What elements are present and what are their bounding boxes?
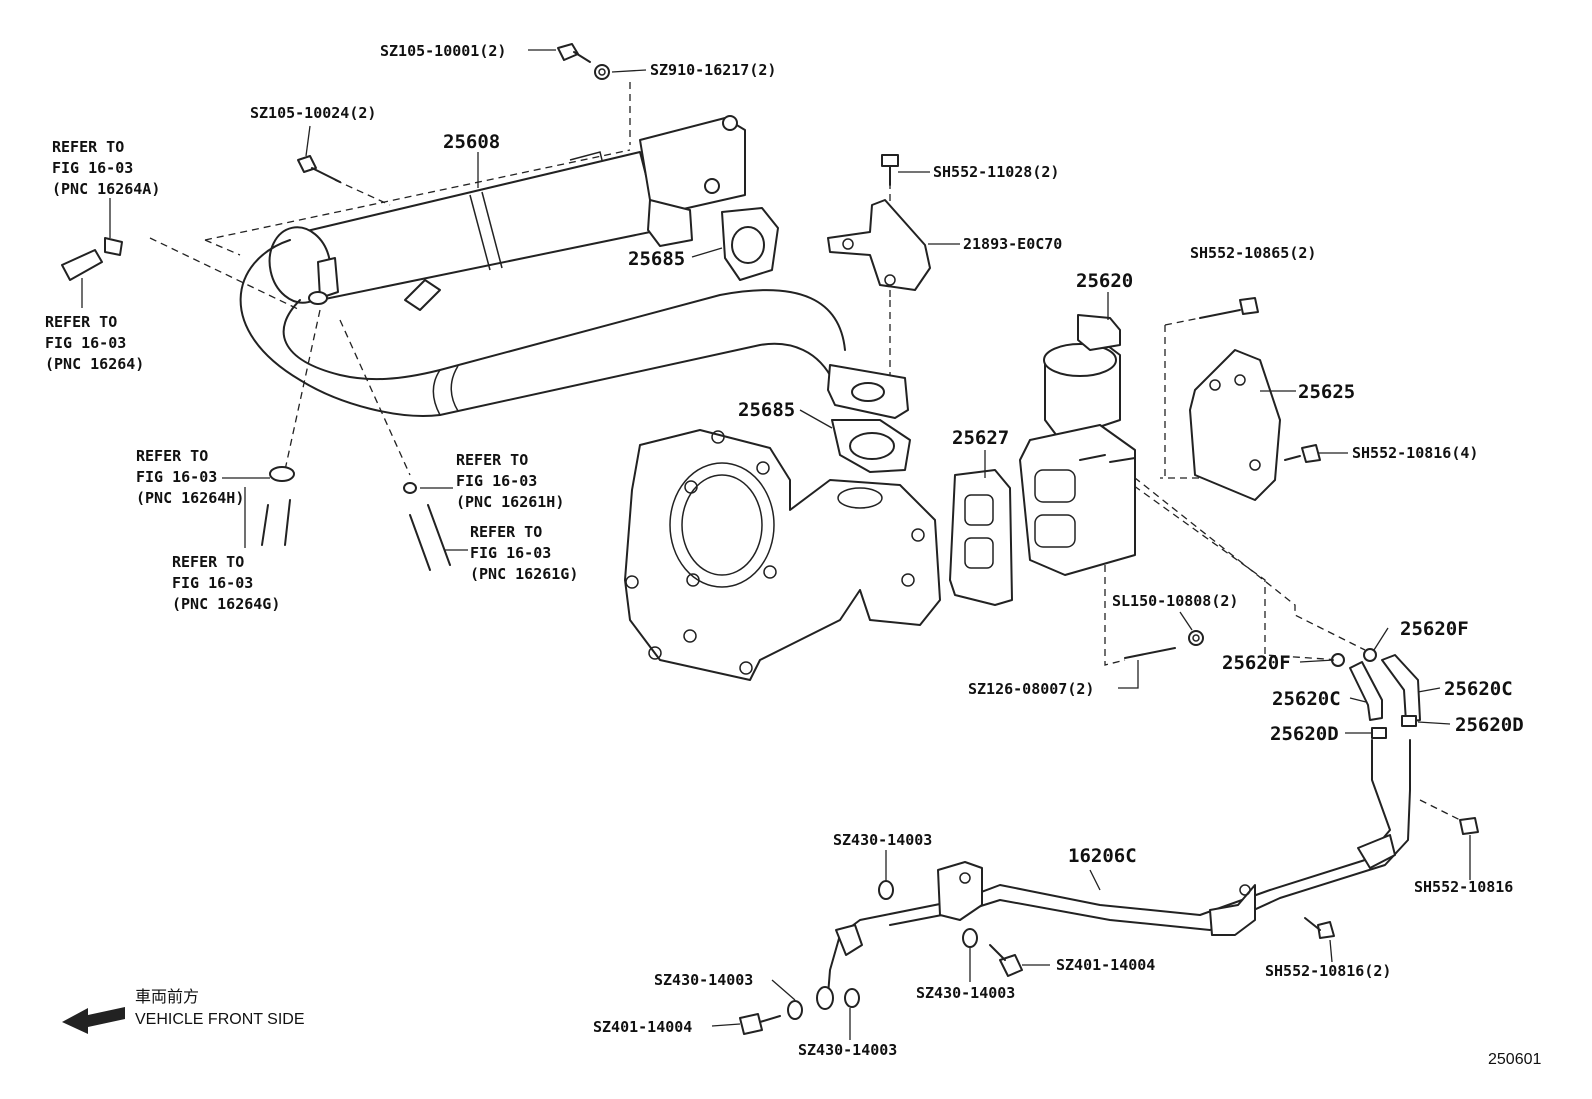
egr-pipe-16206c — [816, 739, 1411, 1010]
stud-sz126-08007 — [1124, 647, 1176, 659]
label-sz105-10001: SZ105-10001(2) — [380, 42, 506, 60]
label-sz126-08007: SZ126-08007(2) — [968, 680, 1094, 698]
label-21893-e0c70: 21893-E0C70 — [963, 235, 1062, 253]
label-sz910-16217: SZ910-16217(2) — [650, 61, 776, 79]
label-25620c-right: 25620C — [1444, 678, 1513, 700]
label-25620f-right: 25620F — [1400, 618, 1469, 640]
bolts-sz401 — [739, 944, 1023, 1035]
label-16206c: 16206C — [1068, 845, 1137, 867]
leader-lines — [81, 49, 1471, 1040]
bracket-21893-e0c70 — [827, 199, 931, 291]
label-refer-g-1: REFER TO — [172, 553, 244, 571]
label-25627: 25627 — [952, 427, 1009, 449]
label-25620: 25620 — [1076, 270, 1133, 292]
label-refer-61g-3: (PNC 16261G) — [470, 565, 578, 583]
label-25620d-right: 25620D — [1455, 714, 1524, 736]
vehicle-front-indicator: 車両前方 VEHICLE FRONT SIDE — [62, 988, 305, 1034]
front-arrow-icon — [62, 1007, 125, 1034]
bolt-sh552-11028 — [881, 154, 899, 186]
label-refer-h-2: FIG 16-03 — [136, 468, 217, 486]
label-sl150-10808: SL150-10808(2) — [1112, 592, 1238, 610]
label-refer-h-3: (PNC 16264H) — [136, 489, 244, 507]
label-refer-b-2: FIG 16-03 — [45, 334, 126, 352]
label-25608: 25608 — [443, 131, 500, 153]
label-sh552-10816-4: SH552-10816(4) — [1352, 444, 1478, 462]
label-25625: 25625 — [1298, 381, 1355, 403]
label-refer-b-3: (PNC 16264) — [45, 355, 144, 373]
refer-hoses-left — [61, 237, 451, 571]
label-sz430-c: SZ430-14003 — [654, 971, 753, 989]
bolt-sz105-10024 — [297, 155, 341, 183]
nut-sl150-10808 — [1188, 630, 1204, 646]
nut-sz910-16217 — [594, 64, 610, 80]
label-sz401-a: SZ401-14004 — [1056, 956, 1155, 974]
diagram-id: 250601 — [1488, 1051, 1541, 1068]
bolt-sh552-10816-2 — [1304, 917, 1335, 939]
label-refer-g-3: (PNC 16264G) — [172, 595, 280, 613]
exhaust-adapter-housing — [624, 429, 941, 681]
gasket-25685-mid — [831, 419, 911, 473]
label-25620f-left: 25620F — [1222, 652, 1291, 674]
label-refer-g-2: FIG 16-03 — [172, 574, 253, 592]
label-sh552-10865: SH552-10865(2) — [1190, 244, 1316, 262]
label-refer-a-3: (PNC 16264A) — [52, 180, 160, 198]
label-refer-b-1: REFER TO — [45, 313, 117, 331]
label-25620d-left: 25620D — [1270, 723, 1339, 745]
label-sh552-10816-2: SH552-10816(2) — [1265, 962, 1391, 980]
label-refer-61h-2: FIG 16-03 — [456, 472, 537, 490]
hoses-25620 — [1331, 648, 1421, 739]
front-label-en: VEHICLE FRONT SIDE — [135, 1011, 305, 1028]
bolt-sh552-10816-4 — [1284, 444, 1321, 463]
label-25620c-left: 25620C — [1272, 688, 1341, 710]
label-refer-61h-3: (PNC 16261H) — [456, 493, 564, 511]
part-labels: SZ105-10001(2) SZ910-16217(2) SZ105-1002… — [45, 42, 1524, 1059]
label-refer-a-2: FIG 16-03 — [52, 159, 133, 177]
label-sz430-b: SZ430-14003 — [916, 984, 1015, 1002]
gasket-25685-top — [721, 207, 779, 281]
bolt-sh552-10816 — [1459, 817, 1479, 835]
label-sz430-d: SZ430-14003 — [798, 1041, 897, 1059]
label-sz430-a: SZ430-14003 — [833, 831, 932, 849]
bracket-25625 — [1189, 349, 1281, 501]
washers-sz430 — [787, 880, 978, 1020]
egr-valve-25620 — [1019, 314, 1136, 576]
label-refer-a-1: REFER TO — [52, 138, 124, 156]
label-refer-61g-1: REFER TO — [470, 523, 542, 541]
label-refer-h-1: REFER TO — [136, 447, 208, 465]
label-25685-top: 25685 — [628, 248, 685, 270]
gasket-25627 — [949, 469, 1013, 606]
front-label-jp: 車両前方 — [135, 988, 199, 1006]
egr-cooler-25608 — [239, 115, 909, 419]
bolt-sh552-10865 — [1199, 297, 1259, 319]
label-sh552-10816: SH552-10816 — [1414, 878, 1513, 896]
bolt-sz105-10001 — [557, 43, 591, 63]
label-refer-61g-2: FIG 16-03 — [470, 544, 551, 562]
label-refer-61h-1: REFER TO — [456, 451, 528, 469]
label-sz401-b: SZ401-14004 — [593, 1018, 692, 1036]
label-25685-mid: 25685 — [738, 399, 795, 421]
label-sh552-11028: SH552-11028(2) — [933, 163, 1059, 181]
label-sz105-10024: SZ105-10024(2) — [250, 104, 376, 122]
